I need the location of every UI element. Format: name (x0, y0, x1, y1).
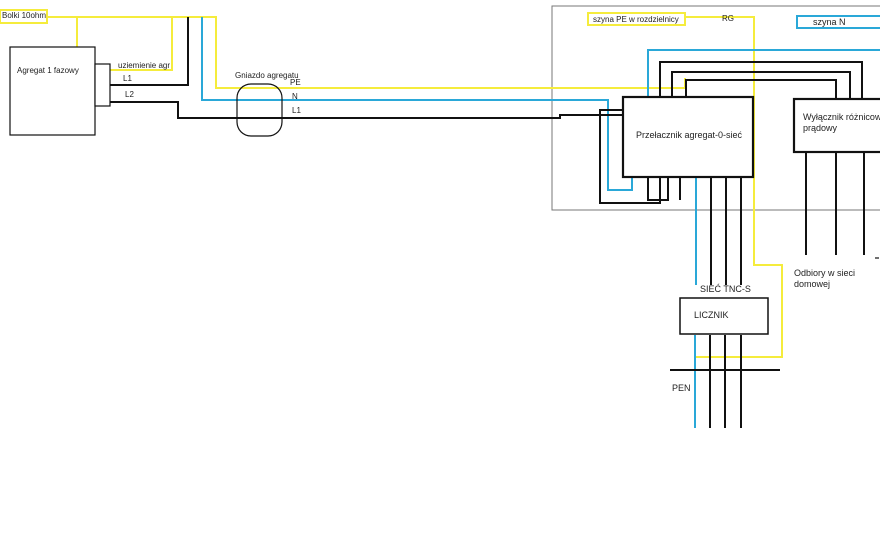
gen-l1-label: L1 (123, 74, 132, 83)
earthing-rods-box (0, 9, 48, 24)
socket-n-label: N (292, 92, 298, 101)
pe-bus-box (587, 12, 686, 26)
earthing-rods-label: Bolki 10ohm (2, 11, 47, 20)
generator-box (9, 46, 96, 136)
rg-label: RG (722, 14, 734, 23)
switch-label: Przełacznik agregat-0-sieć (636, 130, 743, 140)
generator-label: Agregat 1 fazowy (17, 66, 79, 75)
rcd-box (792, 97, 880, 154)
phase-wires (110, 17, 865, 428)
generator-socket (236, 83, 283, 137)
distribution-board-frame (551, 5, 880, 211)
n-bus-box (796, 15, 880, 29)
socket-label: Gniazdo agregatu (235, 71, 299, 80)
socket-pe-label: PE (290, 78, 301, 87)
loads-label: Odbiory w sieci domowej (794, 268, 856, 289)
generator-terminal (94, 63, 111, 107)
neutral-wires (201, 17, 880, 428)
pe-bus-label: szyna PE w rozdzielnicy (593, 15, 679, 24)
pen-label: PEN (672, 383, 691, 393)
switch-box (621, 95, 755, 179)
meter-box (679, 297, 769, 335)
n-bus-label: szyna N (813, 17, 846, 27)
network-label: SIEĆ TNC-S (700, 284, 751, 294)
rcd-label: Wyłącznik różnicowo prądowy (803, 112, 880, 133)
socket-l1-label: L1 (292, 106, 301, 115)
gen-l2-label: L2 (125, 90, 134, 99)
meter-label: LICZNIK (694, 310, 729, 320)
generator-earth-label: uziemienie agr (118, 61, 171, 70)
